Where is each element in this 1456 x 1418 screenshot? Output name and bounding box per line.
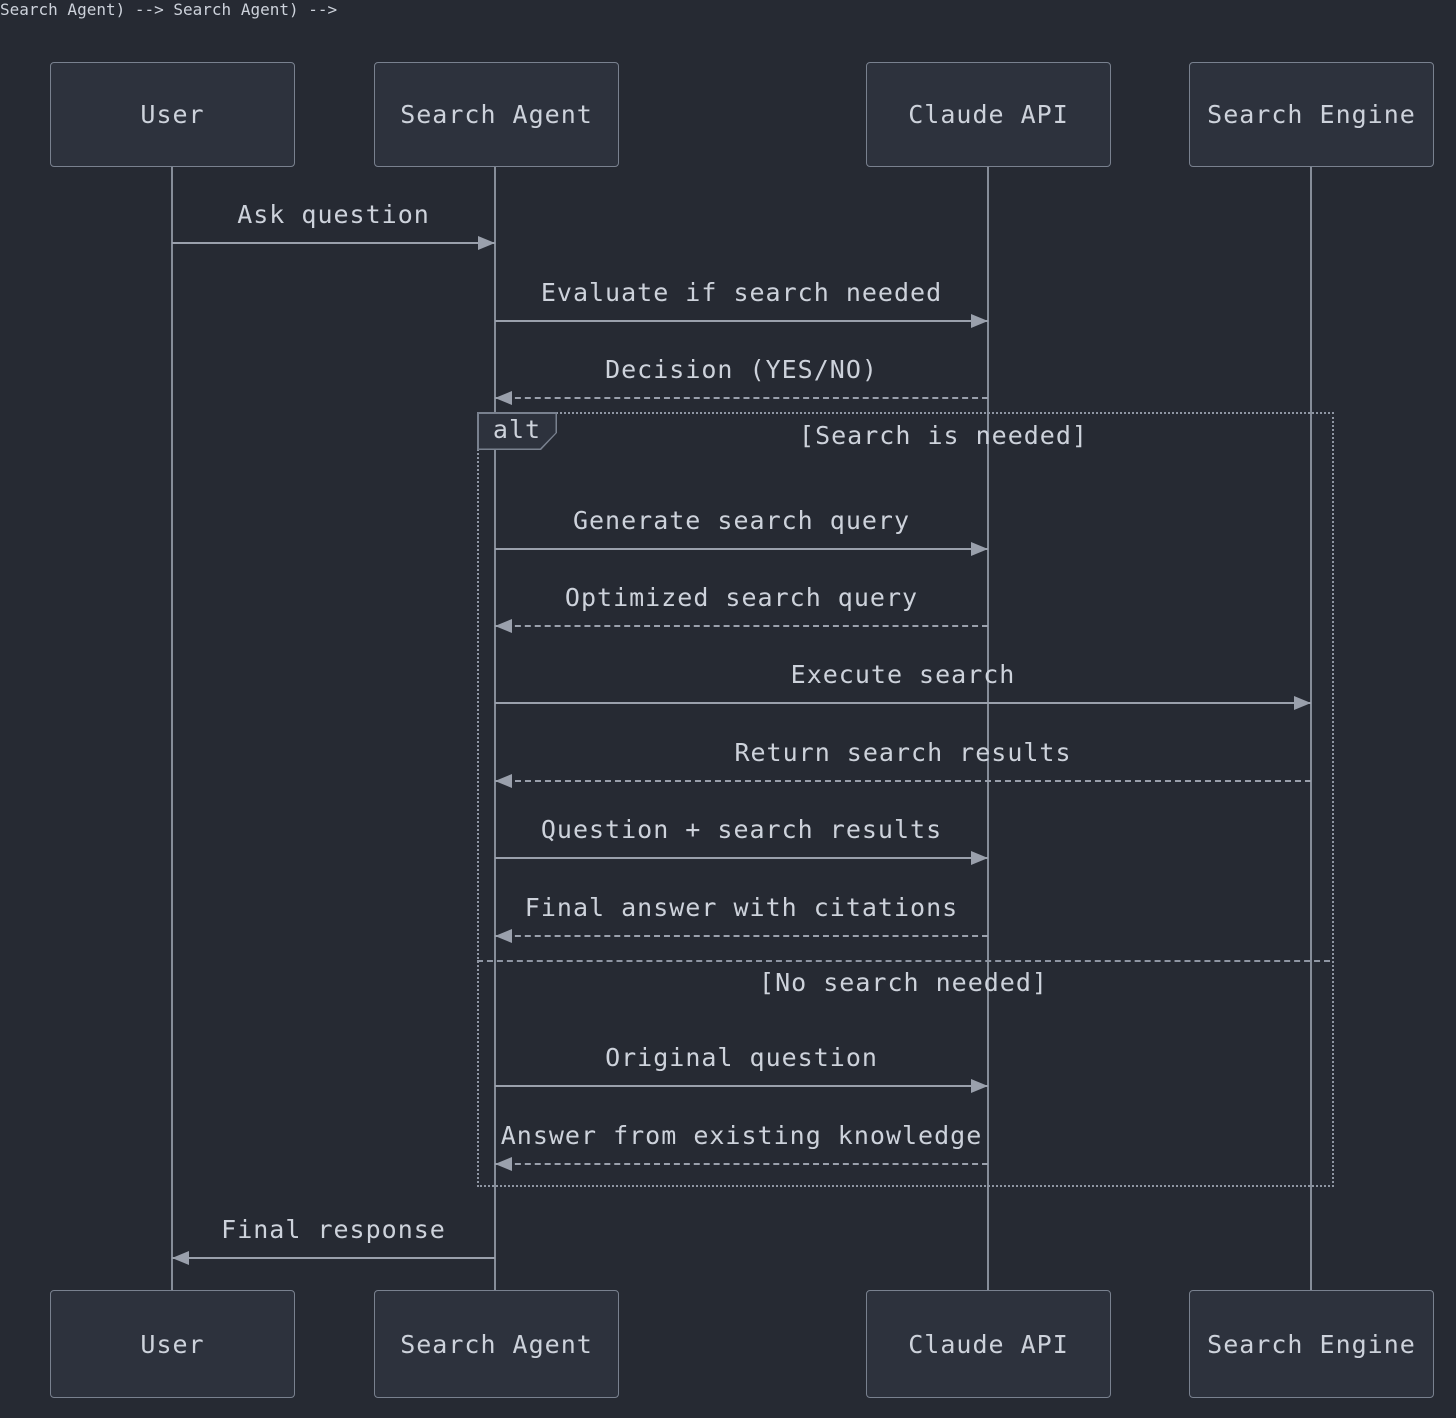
alt-label-fill [478, 413, 556, 449]
actor-claude-api-top: Claude API [866, 62, 1111, 167]
message-decision-yes-no: Decision (YES/NO) [495, 355, 988, 415]
message-label: Return search results [734, 738, 1072, 767]
actor-label: Claude API [908, 100, 1069, 129]
message-line [495, 625, 988, 627]
message-line [495, 320, 988, 322]
message-return-search-results: Return search results [495, 738, 1311, 798]
message-label: Generate search query [572, 506, 911, 535]
message-optimized-search-query: Optimized search query [495, 583, 988, 643]
lifeline-user [171, 165, 173, 1291]
message-line [495, 548, 988, 550]
message-line [495, 702, 1311, 704]
arrowhead-left-icon [495, 774, 512, 788]
actor-search-agent-bottom: Search Agent [374, 1290, 619, 1398]
message-label: Question + search results [540, 815, 943, 844]
message-final-answer-with-citations: Final answer with citations [495, 893, 988, 953]
arrowhead-right-icon [1294, 696, 1311, 710]
actor-user-bottom: User [50, 1290, 295, 1398]
actor-label: User [140, 1329, 205, 1359]
actor-label: Search Engine [1207, 1329, 1416, 1359]
message-label: Original question [605, 1043, 878, 1072]
message-line [495, 857, 988, 859]
actor-search-engine-bottom: Search Engine [1189, 1290, 1434, 1398]
message-generate-search-query: Generate search query [495, 506, 988, 566]
lifeline-claude-api [987, 165, 989, 1291]
actor-search-agent-top: Search Agent [374, 62, 619, 167]
alt-condition-no-search: [No search needed] [759, 968, 1048, 997]
arrowhead-left-icon [495, 1157, 512, 1171]
arrowhead-right-icon [971, 542, 988, 556]
message-line [172, 1257, 495, 1259]
message-line [495, 397, 988, 399]
lifeline-search-engine [1310, 165, 1312, 1291]
message-label: Execute search [790, 660, 1016, 689]
message-label: Optimized search query [564, 583, 919, 612]
arrowhead-right-icon [478, 236, 495, 250]
message-label: Final answer with citations [524, 893, 959, 922]
actor-label: User [140, 100, 205, 129]
alt-label: alt [477, 412, 557, 450]
arrowhead-left-icon [495, 619, 512, 633]
actor-label: Search Agent [400, 1329, 593, 1359]
message-original-question: Original question [495, 1043, 988, 1103]
message-answer-from-existing-knowledge: Answer from existing knowledge [495, 1121, 988, 1181]
actor-label: Search Engine [1207, 100, 1416, 129]
lifeline-search-agent [494, 165, 496, 1291]
message-question-plus-search-results: Question + search results [495, 815, 988, 875]
message-label: Final response [221, 1215, 446, 1244]
actor-label: Claude API [908, 1329, 1069, 1359]
message-line [495, 1085, 988, 1087]
alt-frame [477, 412, 1334, 1187]
actor-claude-api-bottom: Claude API [866, 1290, 1111, 1398]
actor-label: Search Agent [400, 100, 593, 129]
arrowhead-right-icon [971, 314, 988, 328]
message-final-response: Final response [172, 1215, 495, 1275]
message-label: Decision (YES/NO) [605, 355, 878, 384]
alt-else-divider [477, 960, 1330, 962]
message-label: Ask question [237, 200, 430, 229]
arrowhead-left-icon [172, 1251, 189, 1265]
actor-user-top: User [50, 62, 295, 167]
arrowhead-right-icon [971, 851, 988, 865]
message-line [495, 1163, 988, 1165]
message-line [172, 242, 495, 244]
actor-search-engine-top: Search Engine [1189, 62, 1434, 167]
message-line [495, 935, 988, 937]
message-ask-question: Ask question [172, 200, 495, 260]
arrowhead-right-icon [971, 1079, 988, 1093]
arrowhead-left-icon [495, 391, 512, 405]
message-execute-search: Execute search [495, 660, 1311, 720]
message-label: Answer from existing knowledge [500, 1121, 983, 1150]
message-evaluate-if-search-needed: Evaluate if search needed [495, 278, 988, 338]
alt-condition-search-needed: [Search is needed] [799, 421, 1088, 450]
message-line [495, 780, 1311, 782]
arrowhead-left-icon [495, 929, 512, 943]
message-label: Evaluate if search needed [540, 278, 943, 307]
alt-label-text: alt [492, 414, 542, 444]
